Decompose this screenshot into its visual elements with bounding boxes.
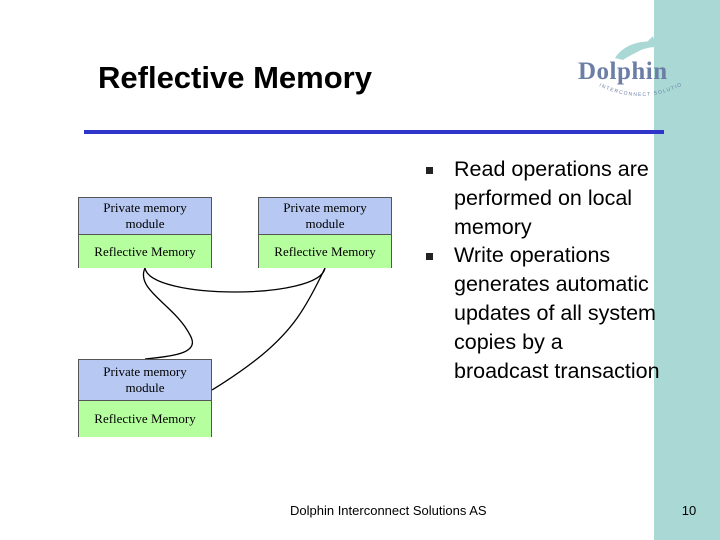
memory-node-1: Private memory module Reflective Memory: [78, 197, 212, 268]
reflective-memory: Reflective Memory: [79, 235, 211, 268]
logo-tagline-arc: INTERCONNECT SOLUTIONS: [595, 82, 682, 98]
bullet-item: Write operations generates automatic upd…: [422, 241, 662, 385]
dolphin-icon: [615, 36, 681, 60]
bullet-item: Read operations are performed on local m…: [422, 155, 662, 241]
title-rule: [84, 130, 664, 134]
square-bullet-icon: [426, 167, 433, 174]
footer-text: Dolphin Interconnect Solutions AS: [290, 503, 487, 518]
private-memory-module: Private memory module: [259, 198, 391, 235]
page-number: 10: [681, 503, 697, 518]
memory-node-2: Private memory module Reflective Memory: [258, 197, 392, 268]
slide-title: Reflective Memory: [98, 60, 372, 95]
logo-wordmark: Dolphin: [578, 58, 668, 85]
reflective-memory: Reflective Memory: [79, 401, 211, 437]
private-memory-module: Private memory module: [79, 198, 211, 235]
dolphin-logo: Dolphin INTERCONNECT SOLUTIONS: [575, 36, 685, 106]
wire-node1-node3: [142, 267, 193, 360]
side-band: [654, 0, 720, 540]
reflective-memory: Reflective Memory: [259, 235, 391, 268]
bullet-text: Read operations are performed on local m…: [454, 157, 649, 239]
bullet-list: Read operations are performed on local m…: [422, 155, 662, 385]
bullet-text: Write operations generates automatic upd…: [454, 243, 660, 383]
private-memory-module: Private memory module: [79, 360, 211, 401]
wire-node1-node2: [144, 267, 326, 293]
wire-node2-node3: [211, 267, 326, 391]
square-bullet-icon: [426, 253, 433, 261]
memory-node-3: Private memory module Reflective Memory: [78, 359, 212, 437]
